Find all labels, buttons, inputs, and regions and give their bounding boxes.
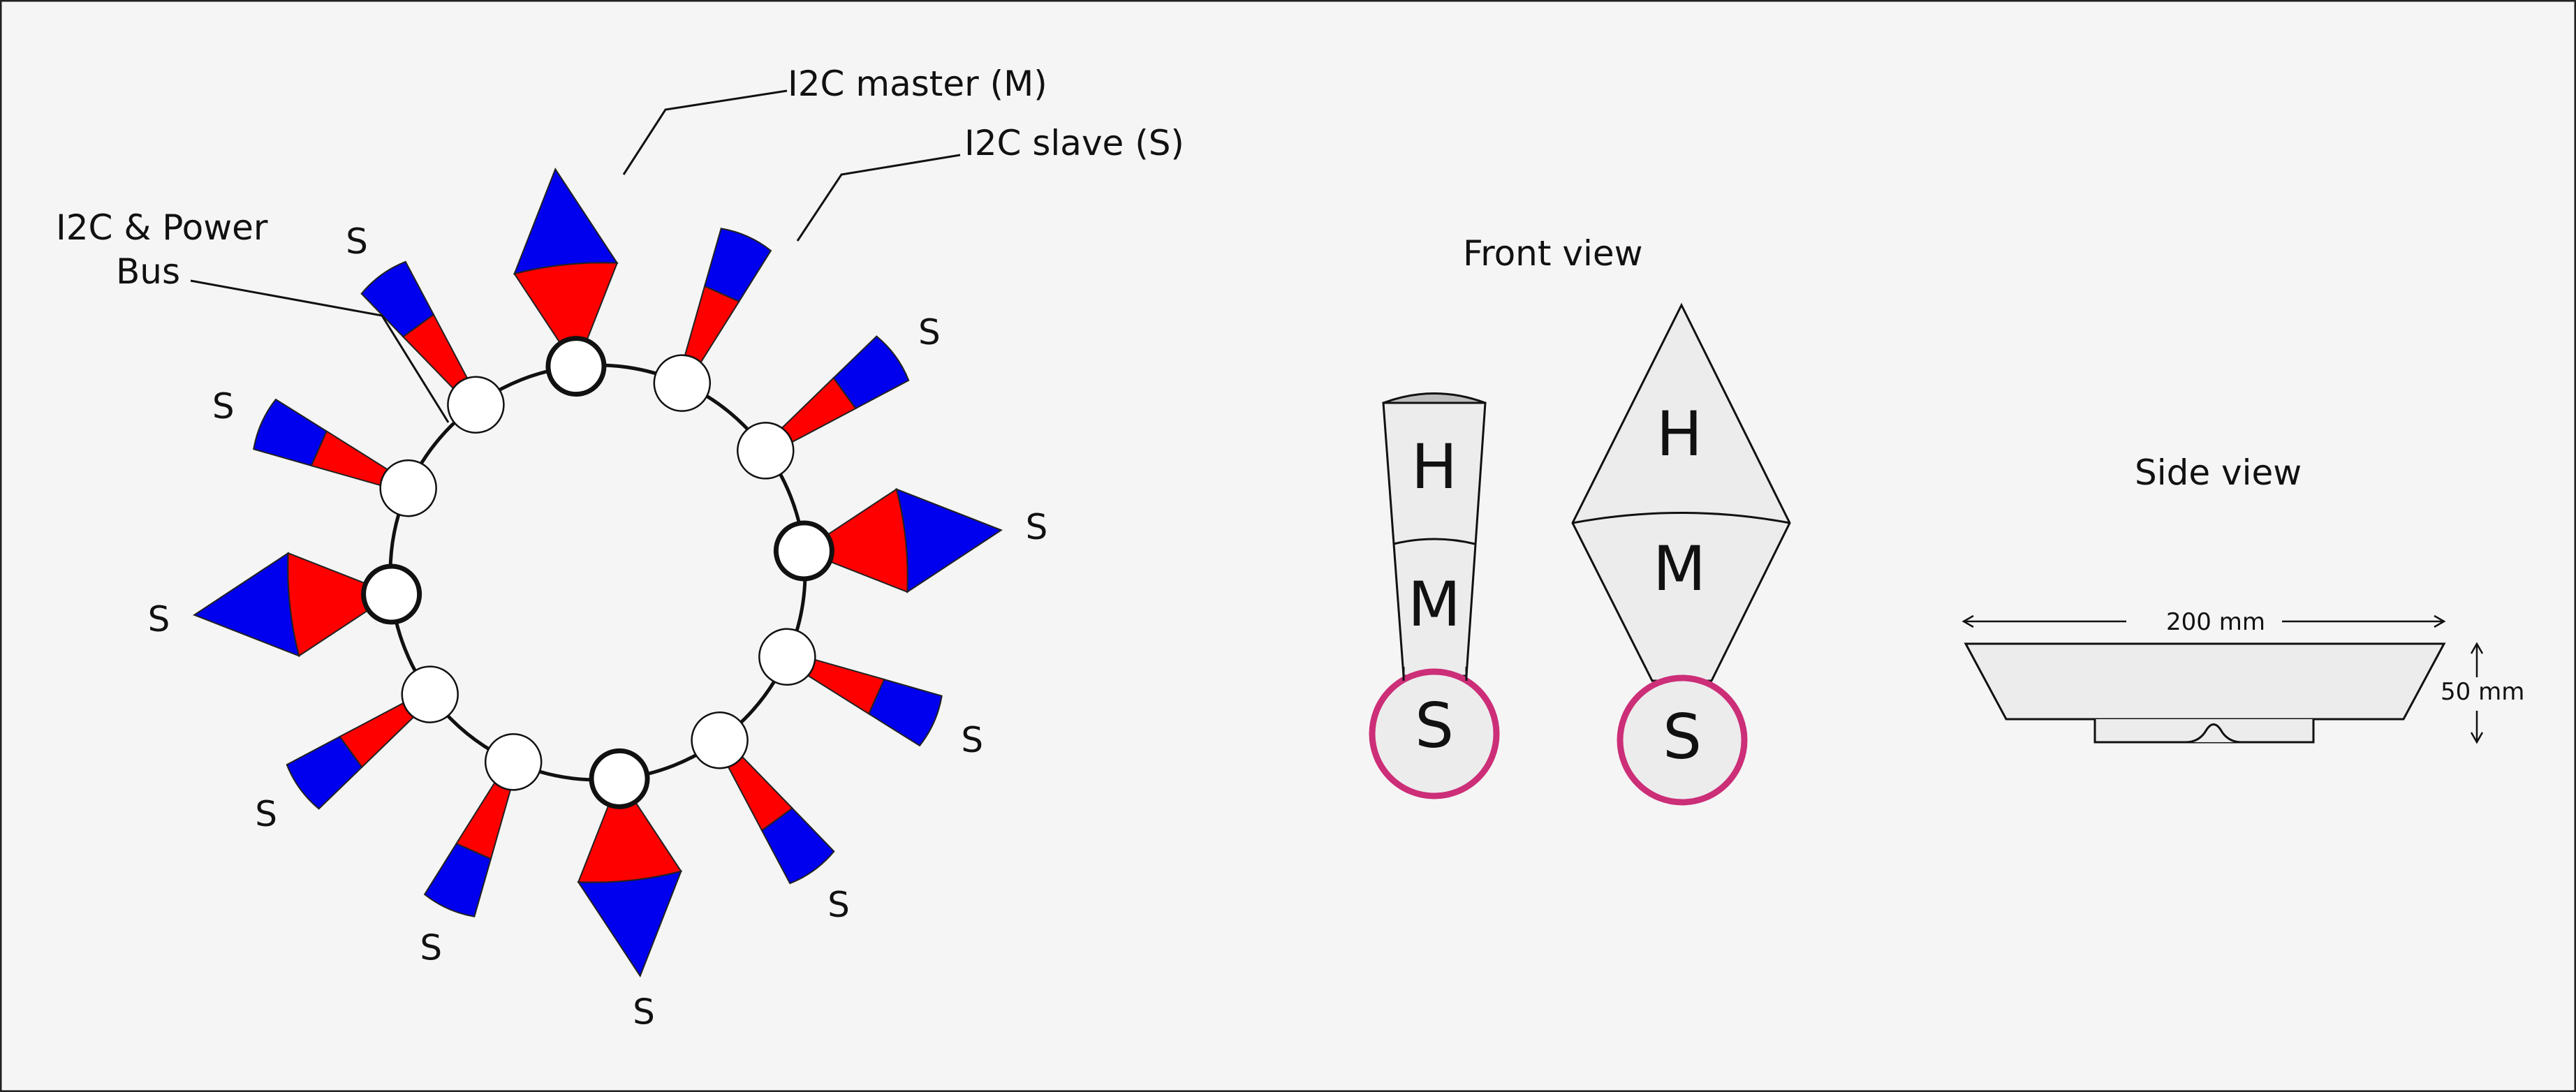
wide-module-bottom-letter: S [1663, 701, 1702, 773]
height-arrow-top [2470, 642, 2484, 654]
ring-module-wide-left [193, 552, 422, 658]
ring-module-wide-top [513, 168, 619, 397]
module-connector-node [379, 459, 437, 517]
ring-diagram: S S S S S S S S S S [148, 168, 1048, 1033]
side-view-notch [2185, 723, 2242, 744]
slave-label: S [212, 386, 235, 427]
narrow-module-divider [1393, 538, 1475, 545]
module-head-blue [577, 870, 683, 977]
module-head-blue [360, 260, 435, 338]
ring-module-narrow-7 [253, 398, 437, 517]
slave-label: S [961, 720, 983, 760]
ring-module-wide-right [773, 487, 1003, 593]
module-head-blue [895, 487, 1003, 593]
module-head-blue [867, 678, 943, 747]
bus-callout-label-line1: I2C & Power [56, 207, 268, 248]
ring-module-narrow-5 [423, 733, 543, 917]
slave-callout-line [796, 154, 961, 242]
front-view: Front view H M S H M S [1369, 233, 1791, 806]
narrow-module-cap [1383, 392, 1486, 404]
wide-module-head-letter: H [1656, 398, 1702, 470]
height-dimension-label: 50 mm [2441, 678, 2524, 706]
module-head-blue [286, 735, 363, 810]
front-view-narrow-module: H M S [1369, 392, 1500, 799]
module-head-blue [760, 807, 835, 885]
narrow-module-socket [1369, 668, 1500, 799]
slave-label: S [420, 927, 442, 968]
narrow-module-neck [1402, 667, 1468, 681]
wide-module-divider [1572, 512, 1790, 524]
ring-module-narrow-3 [758, 628, 943, 747]
front-view-title: Front view [1463, 233, 1643, 274]
bus-callout-label-line2: Bus [116, 251, 180, 292]
slave-label: S [346, 221, 368, 262]
bus-callout-line [190, 279, 450, 423]
module-connector-node [653, 354, 712, 412]
ring-module-narrow-4 [691, 711, 835, 885]
module-head-blue [703, 228, 772, 303]
module-connector-node [691, 711, 749, 769]
narrow-module-bottom-letter: S [1415, 690, 1454, 762]
module-head-blue [832, 335, 910, 410]
front-view-wide-module: H M S [1571, 302, 1791, 806]
slave-label: S [1026, 507, 1048, 547]
side-view-title: Side view [2135, 452, 2302, 493]
slave-label: S [255, 794, 277, 834]
module-head-blue [513, 168, 619, 275]
slave-callout-label: I2C slave (S) [964, 123, 1184, 163]
master-callout-line [622, 89, 788, 175]
ring-module-wide-bottom [577, 748, 683, 977]
side-view: Side view 200 mm 50 mm [1962, 452, 2524, 744]
module-connector-node [758, 628, 816, 686]
module-connector-node [484, 733, 543, 791]
module-head-blue [253, 398, 328, 467]
wide-module-socket [1617, 674, 1748, 806]
ring-module-narrow-6 [286, 665, 459, 810]
module-head-blue [193, 552, 300, 658]
ring-module-narrow-2 [737, 335, 910, 480]
narrow-module-head-letter: H [1411, 431, 1457, 503]
height-arrow-bottom [2470, 732, 2484, 744]
slave-label: S [148, 599, 170, 640]
module-connector-node [361, 563, 422, 625]
module-head-blue [423, 842, 492, 917]
slave-label: S [918, 312, 941, 353]
master-callout-label: I2C master (M) [788, 64, 1047, 104]
slave-label: S [827, 885, 850, 925]
ring-module-narrow-1 [653, 228, 772, 412]
module-connector-node [447, 376, 505, 434]
module-connector-node [401, 665, 459, 723]
wide-module-middle-letter: M [1653, 533, 1706, 605]
width-dimension-label: 200 mm [2166, 608, 2265, 636]
width-arrow-left [1962, 614, 1974, 628]
module-connector-node [589, 748, 650, 809]
slave-label: S [633, 992, 655, 1033]
side-view-body [1964, 642, 2446, 721]
narrow-module-middle-letter: M [1408, 568, 1461, 640]
module-connector-node [737, 422, 795, 480]
module-connector-node [545, 336, 607, 397]
width-arrow-right [2434, 614, 2446, 628]
ring-module-narrow-8 [360, 260, 505, 434]
module-connector-node [773, 520, 834, 582]
